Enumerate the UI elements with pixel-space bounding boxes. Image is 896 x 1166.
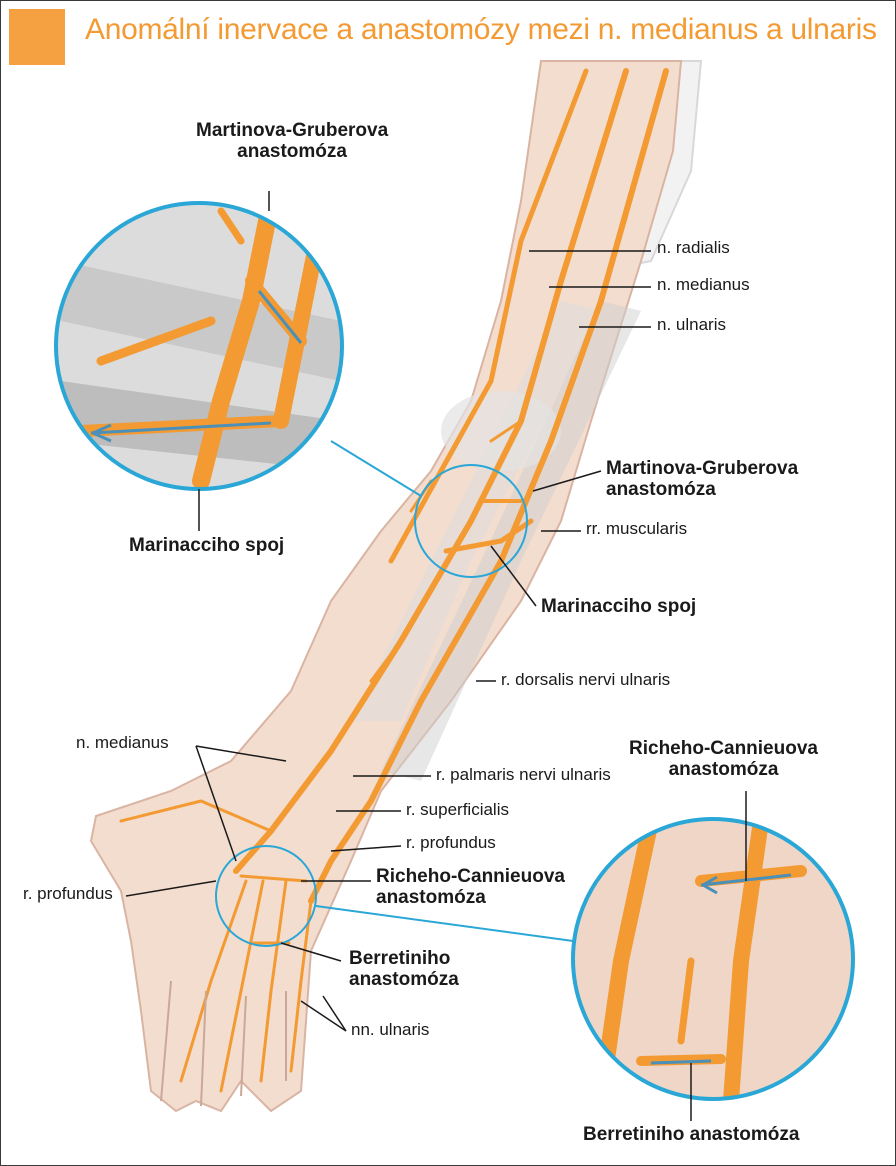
label-berrettini-line-2: anastomóza — [349, 970, 459, 991]
label-berrettini: Berretiniho anastomóza — [349, 949, 459, 991]
inset-top-bottom-label: Marinacciho spoj — [129, 536, 284, 557]
label-r-superficialis: r. superficialis — [406, 801, 509, 820]
label-n-ulnaris-upper: n. ulnaris — [657, 316, 726, 335]
inset-top-title-line-2: anastomóza — [196, 142, 388, 163]
label-berrettini-line-1: Berretiniho — [349, 949, 459, 970]
label-marinacci: Marinacciho spoj — [541, 597, 696, 618]
label-riche-cannieu: Richeho-Cannieuova anastomóza — [376, 867, 565, 909]
label-r-profundus-right: r. profundus — [406, 834, 496, 853]
label-riche-line-2: anastomóza — [376, 888, 565, 909]
label-r-dorsalis: r. dorsalis nervi ulnaris — [501, 671, 670, 690]
label-r-palmaris: r. palmaris nervi ulnaris — [436, 766, 611, 785]
label-nn-ulnaris: nn. ulnaris — [351, 1021, 429, 1040]
inset-bottom-title-line-2: anastomóza — [629, 760, 818, 781]
label-r-profundus-left: r. profundus — [23, 885, 113, 904]
label-martin-gruber-line-2: anastomóza — [606, 480, 798, 501]
top-inset-connector — [331, 441, 421, 496]
label-riche-line-1: Richeho-Cannieuova — [376, 867, 565, 888]
inset-bottom-bottom-label: Berretiniho anastomóza — [583, 1125, 799, 1146]
inset-top-title-line-1: Martinova-Gruberova — [196, 121, 388, 142]
label-n-radialis: n. radialis — [657, 239, 730, 258]
bottom-inset-connector — [316, 906, 573, 941]
label-n-medianus-upper: n. medianus — [657, 276, 750, 295]
label-n-medianus-lower: n. medianus — [76, 734, 169, 753]
label-rr-muscularis: rr. muscularis — [586, 520, 687, 539]
inset-bottom-title-line-1: Richeho-Cannieuova — [629, 739, 818, 760]
label-martin-gruber-line-1: Martinova-Gruberova — [606, 459, 798, 480]
inset-top-title: Martinova-Gruberova anastomóza — [196, 121, 388, 163]
inset-bottom-title: Richeho-Cannieuova anastomóza — [629, 739, 818, 781]
label-martin-gruber: Martinova-Gruberova anastomóza — [606, 459, 798, 501]
